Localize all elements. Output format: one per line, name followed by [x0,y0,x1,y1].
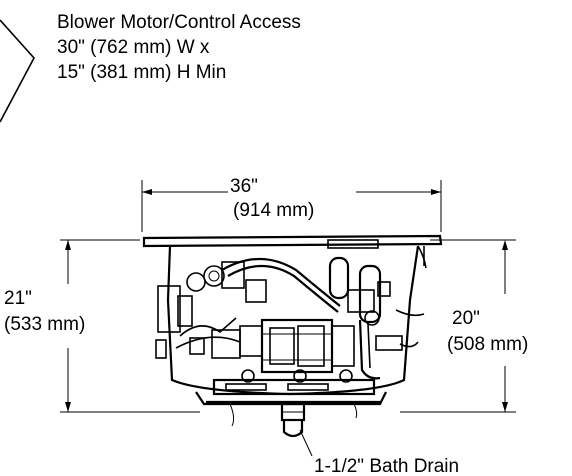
width-arrow-left [142,189,152,195]
tub-rim [142,234,443,248]
access-note-line-2: 30" (762 mm) W x [57,37,210,58]
left-pump-assembly [155,261,267,359]
width-arrow-right [431,189,441,195]
right-height-dimension: 20" (508 mm) [400,239,528,413]
access-note-line-3: 15" (381 mm) H Min [57,62,226,83]
right-height-metric-label: (508 mm) [447,334,528,355]
air-hose-top [221,257,341,307]
right-height-imperial-label: 20" [452,308,480,329]
drain-label: 1-1/2" Bath Drain [314,456,459,476]
blower-motor [211,318,355,374]
width-imperial-label: 36" [230,176,258,197]
left-height-dimension: 21" (533 mm) [4,239,200,413]
drain-callout: 1-1/2" Bath Drain [299,429,459,476]
width-dimension: 36" (914 mm) [141,176,442,232]
access-note: Blower Motor/Control Access 30" (762 mm)… [57,12,301,83]
air-hose-top-inner [227,265,339,313]
access-note-line-1: Blower Motor/Control Access [57,12,301,33]
drain-leader-line [299,429,313,457]
left-height-metric-label: (533 mm) [4,314,85,335]
lower-manifold [212,369,376,427]
left-height-arrow-top [65,240,71,250]
access-chevron [0,19,35,123]
bath-drain [280,402,306,438]
right-pump-assembly [327,239,425,380]
left-height-arrow-bottom [65,402,71,412]
bathtub-illustration [142,234,443,438]
right-height-arrow-bottom [502,402,508,412]
left-height-imperial-label: 21" [4,288,32,309]
right-height-arrow-top [502,240,508,250]
width-metric-label: (914 mm) [233,200,314,221]
tub-rim-lip-right [417,245,427,269]
